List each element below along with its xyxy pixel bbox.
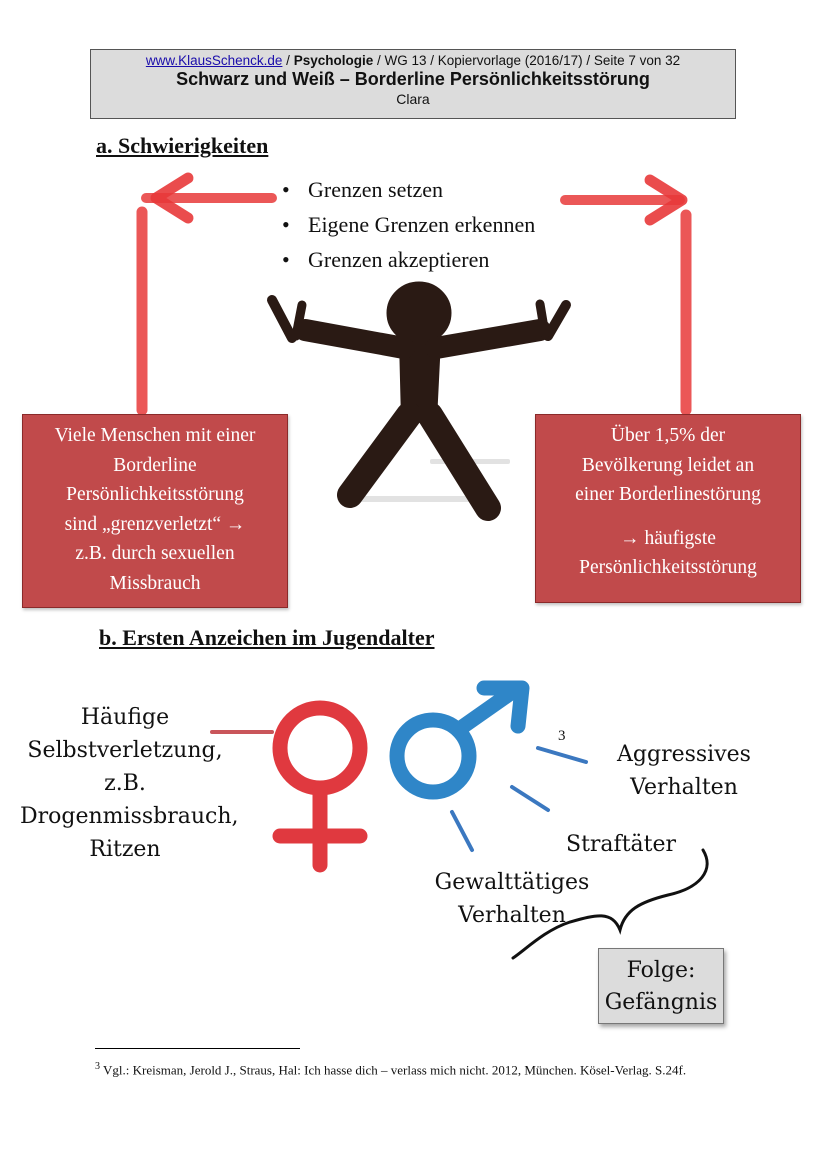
- text-line: Gewalttätiges: [434, 870, 590, 895]
- box-line: z.B. durch sexuellen: [75, 543, 235, 564]
- text-line: Gefängnis: [604, 990, 718, 1015]
- box-line: Persönlichkeitsstörung: [66, 484, 244, 505]
- header-meta-line: www.KlausSchenck.de / Psychologie / WG 1…: [91, 53, 735, 68]
- section-a-title: a. Schwierigkeiten: [96, 133, 269, 158]
- box-line: Borderline: [113, 454, 197, 476]
- section-b-title: b. Ersten Anzeichen im Jugendalter: [99, 625, 435, 650]
- box-line: sind „grenzverletzt“ →: [64, 513, 246, 535]
- page-header: www.KlausSchenck.de / Psychologie / WG 1…: [90, 49, 736, 119]
- box-line: einer Borderlinestörung: [575, 484, 761, 505]
- offender-text: Straftäter: [566, 832, 677, 857]
- arrow-right-icon: [560, 174, 692, 416]
- self-harm-text: Häufige Selbstverletzung, z.B. Drogenmis…: [20, 701, 239, 866]
- consequence-box: Folge: Gefängnis: [598, 948, 724, 1024]
- text-line: z.B.: [104, 771, 146, 796]
- website-link[interactable]: www.KlausSchenck.de: [145, 53, 283, 68]
- page-title: Schwarz und Weiß – Borderline Persönlich…: [176, 69, 650, 89]
- subject: Psychologie: [293, 53, 374, 68]
- curly-brace: [511, 848, 709, 960]
- arrows-layer: [136, 172, 692, 521]
- text-line: Selbstverletzung,: [27, 738, 223, 763]
- box-line: Bevölkerung leidet an: [581, 454, 755, 476]
- info-box-grenzverletzt: Viele Menschen mit einer Borderline Pers…: [22, 414, 288, 608]
- footnote: 3 Vgl.: Kreisman, Jerold J., Straus, Hal…: [95, 1058, 735, 1079]
- text-line: Ritzen: [89, 837, 161, 862]
- footnote-marker: 3: [558, 728, 566, 744]
- female-symbol-icon: [272, 700, 368, 873]
- footnote-rule: [95, 1048, 300, 1049]
- author: Clara: [396, 91, 430, 107]
- text-line: Folge:: [626, 958, 696, 983]
- list-item: Grenzen setzen: [282, 172, 535, 207]
- stick-figure: [267, 281, 571, 521]
- male-symbol-icon: [389, 680, 530, 800]
- footnote-number: 3: [95, 1061, 100, 1072]
- text-line: Aggressives: [617, 742, 751, 767]
- gender-diagram: [210, 680, 709, 960]
- violent-text: Gewalttätiges Verhalten: [434, 866, 590, 932]
- text-line: Drogenmissbrauch,: [20, 804, 239, 829]
- box-line: Viele Menschen mit einer: [54, 425, 256, 446]
- text-line: Häufige: [80, 705, 170, 730]
- footnote-text: Vgl.: Kreisman, Jerold J., Straus, Hal: …: [100, 1062, 687, 1078]
- difficulties-list: Grenzen setzen Eigene Grenzen erkennen G…: [282, 172, 535, 277]
- list-item: Grenzen akzeptieren: [282, 242, 535, 277]
- list-item: Eigene Grenzen erkennen: [282, 207, 535, 242]
- separator: /: [282, 53, 294, 68]
- aggressive-text: Aggressives Verhalten: [612, 738, 756, 804]
- text-line: Verhalten: [458, 903, 566, 928]
- box-line: Über 1,5% der: [610, 425, 726, 446]
- course-info: / WG 13 / Kopiervorlage (2016/17) / Seit…: [373, 53, 681, 68]
- arrow-left-icon: [136, 172, 277, 416]
- box-line: → häufigste: [620, 527, 716, 549]
- text-line: Verhalten: [630, 775, 738, 800]
- box-line: Missbrauch: [109, 572, 201, 594]
- info-box-prevalence: Über 1,5% der Bevölkerung leidet an eine…: [535, 414, 801, 603]
- box-line: Persönlichkeitsstörung: [579, 557, 757, 578]
- connector-lines: [210, 730, 588, 852]
